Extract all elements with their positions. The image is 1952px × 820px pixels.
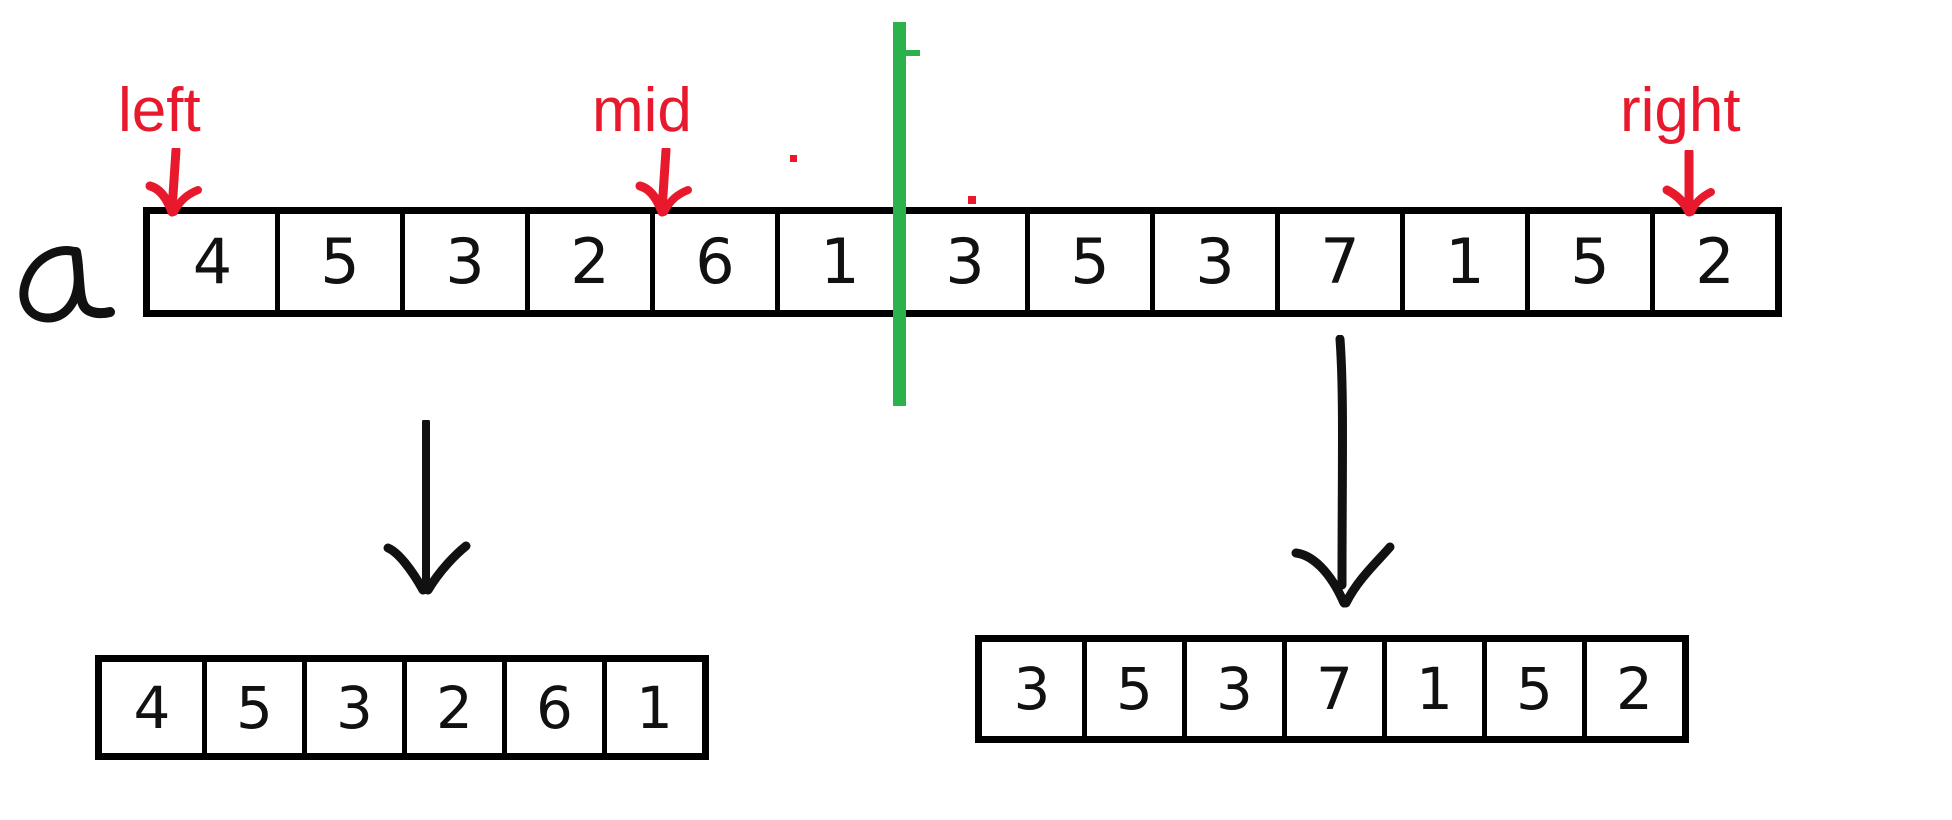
main-array-cell: 5 bbox=[1025, 214, 1150, 310]
main-array-cell: 6 bbox=[650, 214, 775, 310]
split-divider-line bbox=[893, 22, 906, 406]
right-sub-array-cell: 2 bbox=[1582, 642, 1682, 736]
main-array-cell: 3 bbox=[900, 214, 1025, 310]
pointer-label-right: right bbox=[1620, 76, 1741, 145]
pointer-arrow-left bbox=[130, 145, 220, 228]
right-sub-array-cell: 1 bbox=[1382, 642, 1482, 736]
down-arrow-icon bbox=[1662, 147, 1715, 217]
split-arrow-to-left-subarray bbox=[370, 418, 490, 615]
main-array-cell: 4 bbox=[150, 214, 275, 310]
right-sub-array-cell: 3 bbox=[1182, 642, 1282, 736]
main-array-cell: 1 bbox=[775, 214, 900, 310]
right-sub-array-cell: 5 bbox=[1482, 642, 1582, 736]
pointer-label-mid: mid bbox=[592, 76, 692, 145]
stray-ink-mark bbox=[968, 196, 976, 204]
main-array-cell: 3 bbox=[400, 214, 525, 310]
right-sub-array-cell: 3 bbox=[982, 642, 1082, 736]
main-array: 4 5 3 2 6 1 3 5 3 7 1 5 2 bbox=[143, 207, 1782, 317]
main-array-cell: 2 bbox=[1650, 214, 1775, 310]
stray-ink-mark bbox=[790, 155, 797, 162]
split-arrow-to-right-subarray bbox=[1290, 334, 1420, 630]
main-array-cell: 7 bbox=[1275, 214, 1400, 310]
right-sub-array: 3 5 3 7 1 5 2 bbox=[975, 635, 1689, 743]
left-sub-array-cell: 6 bbox=[502, 662, 602, 753]
handwritten-a-icon bbox=[19, 246, 115, 323]
array-name-label bbox=[14, 230, 124, 340]
main-array-cell: 5 bbox=[1525, 214, 1650, 310]
left-sub-array-cell: 2 bbox=[402, 662, 502, 753]
down-arrow-icon bbox=[145, 145, 202, 217]
pointer-arrow-mid bbox=[620, 145, 710, 228]
down-arrow-icon bbox=[635, 145, 692, 217]
pointer-label-left: left bbox=[118, 76, 201, 145]
left-sub-array-cell: 1 bbox=[602, 662, 702, 753]
left-sub-array: 4 5 3 2 6 1 bbox=[95, 655, 709, 760]
right-sub-array-cell: 7 bbox=[1282, 642, 1382, 736]
pointer-arrow-right bbox=[1645, 147, 1735, 227]
left-sub-array-cell: 3 bbox=[302, 662, 402, 753]
main-array-cell: 5 bbox=[275, 214, 400, 310]
left-sub-array-cell: 5 bbox=[202, 662, 302, 753]
main-array-cell: 1 bbox=[1400, 214, 1525, 310]
right-sub-array-cell: 5 bbox=[1082, 642, 1182, 736]
down-arrow-icon bbox=[383, 418, 471, 595]
down-arrow-icon bbox=[1291, 334, 1395, 608]
main-array-cell: 3 bbox=[1150, 214, 1275, 310]
split-divider-tick bbox=[906, 50, 920, 56]
main-array-cell: 2 bbox=[525, 214, 650, 310]
left-sub-array-cell: 4 bbox=[102, 662, 202, 753]
